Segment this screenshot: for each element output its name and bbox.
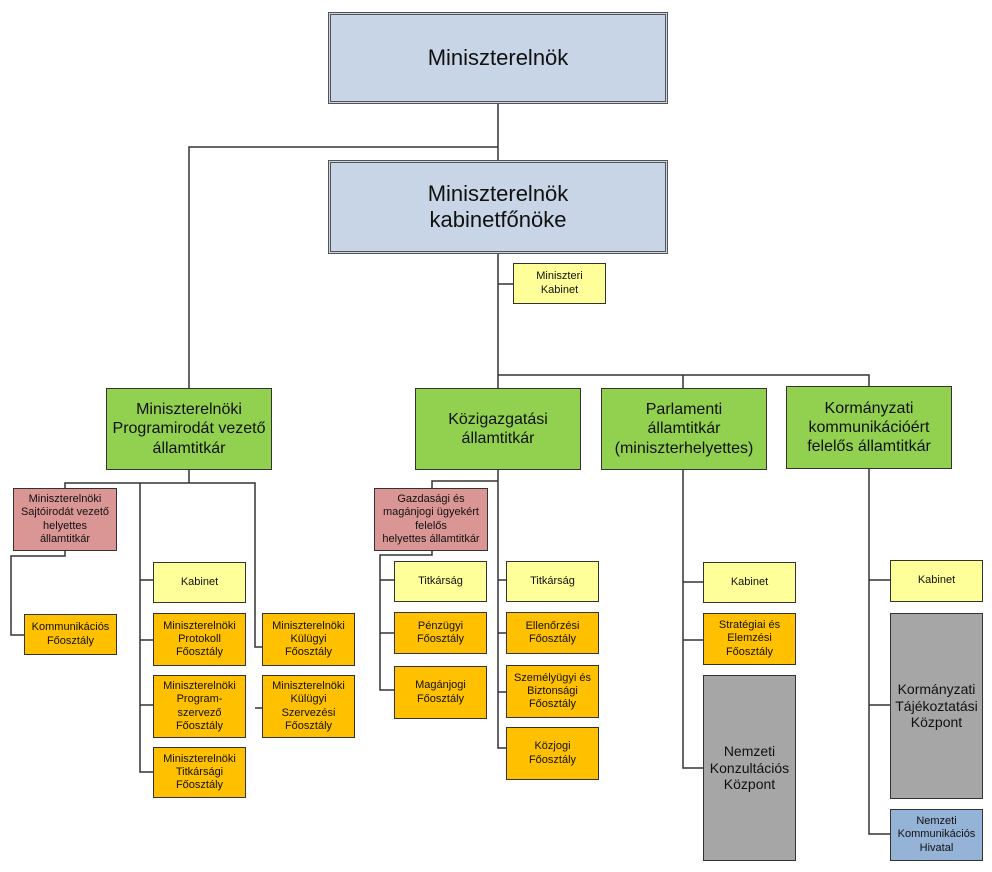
press-office-deputy-box: Miniszterelnöki Sajtóirodát vezető helye… xyxy=(13,488,117,551)
connector xyxy=(431,480,498,488)
government-information-center-box: Kormányzati Tájékoztatási Központ xyxy=(890,613,983,799)
foreign-organizing-department-box: Miniszterelnöki Külügyi Szervezési Főosz… xyxy=(262,675,355,738)
administrative-state-secretary-box: Közigazgatási államtitkár xyxy=(415,388,581,470)
private-law-department-box: Magánjogi Főosztály xyxy=(394,666,487,719)
connector xyxy=(10,551,66,636)
prime-minister-box: Miniszterelnök xyxy=(328,12,668,104)
national-consultation-center-box: Nemzeti Konzultációs Központ xyxy=(703,675,796,861)
program-office-state-secretary-box: Miniszterelnöki Programirodát vezető áll… xyxy=(106,388,272,470)
connector xyxy=(139,483,153,773)
connector xyxy=(682,470,703,769)
economic-legal-deputy-box: Gazdasági és magánjogi ügyekért felelős … xyxy=(374,488,488,551)
communication-department-box: Kommunikációs Főosztály xyxy=(24,614,117,655)
communication-cabinet-box: Kabinet xyxy=(890,560,983,602)
connector xyxy=(379,551,433,691)
public-law-department-box: Közjogi Főosztály xyxy=(506,727,599,780)
chief-of-staff-box: Miniszterelnök kabinetfőnöke xyxy=(328,160,668,254)
parliamentary-state-secretary-box: Parlamenti államtitkár (miniszterhelyett… xyxy=(601,388,767,470)
control-department-box: Ellenőrzési Főosztály xyxy=(506,612,599,654)
foreign-affairs-department-box: Miniszterelnöki Külügyi Főosztály xyxy=(262,613,355,666)
econ-secretariat-box: Titkárság xyxy=(394,561,487,602)
connector xyxy=(868,468,890,835)
national-communication-office-box: Nemzeti Kommunikációs Hivatal xyxy=(890,809,983,861)
protocol-department-box: Miniszterelnöki Protokoll Főosztály xyxy=(153,613,246,666)
connector xyxy=(188,146,498,388)
parliamentary-cabinet-box: Kabinet xyxy=(703,562,796,603)
connector xyxy=(497,468,506,749)
program-organizing-department-box: Miniszterelnöki Program- szervező Főoszt… xyxy=(153,675,246,738)
secretariat-department-box: Miniszterelnöki Titkársági Főosztály xyxy=(153,747,246,798)
ministerial-cabinet-box: Miniszteri Kabinet xyxy=(513,263,606,304)
communication-state-secretary-box: Kormányzati kommunikációért felelős álla… xyxy=(786,386,952,469)
connector xyxy=(498,374,870,386)
finance-department-box: Pénzügyi Főosztály xyxy=(394,612,487,654)
strategy-department-box: Stratégiai és Elemzési Főosztály xyxy=(703,613,796,665)
program-cabinet-box: Kabinet xyxy=(153,562,246,603)
connector xyxy=(64,482,262,648)
hr-security-department-box: Személyügyi és Biztonsági Főosztály xyxy=(506,665,599,718)
admin-secretariat-box: Titkárság xyxy=(506,561,599,602)
